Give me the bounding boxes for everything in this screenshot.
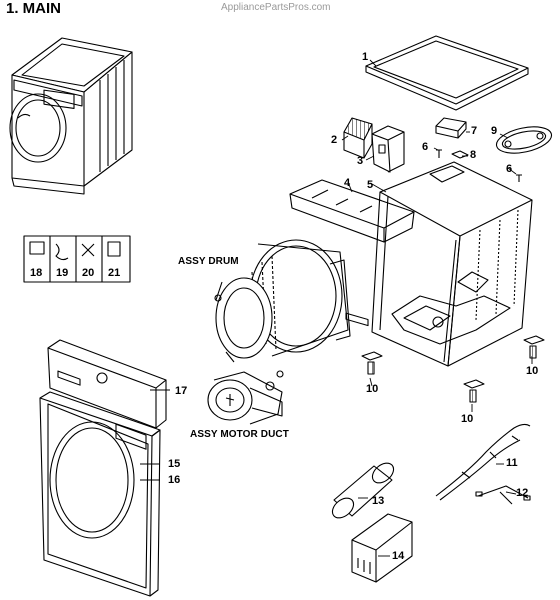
callout-13: 13 xyxy=(372,495,385,507)
callout-2: 2 xyxy=(331,134,338,146)
leader-lines xyxy=(140,59,533,557)
callout-8: 8 xyxy=(470,149,477,161)
callout-16: 16 xyxy=(168,474,181,486)
callout-1: 1 xyxy=(362,51,369,63)
assy-drum-illustration xyxy=(214,239,351,378)
part-cabinet xyxy=(371,161,533,367)
diagram-title: 1. MAIN xyxy=(6,0,62,17)
part-front-door-panel xyxy=(39,391,161,597)
callout-17: 17 xyxy=(175,385,188,397)
label-assy-motor-duct: ASSY MOTOR DUCT xyxy=(190,429,289,440)
callout-12: 12 xyxy=(516,487,529,499)
assy-motor-duct-illustration xyxy=(207,371,283,425)
callout-10c: 10 xyxy=(526,365,539,377)
callout-6b: 6 xyxy=(506,163,513,175)
callout-11: 11 xyxy=(506,457,518,469)
part-top-cover xyxy=(365,35,529,111)
callout-14: 14 xyxy=(392,550,405,562)
part-oval-cover xyxy=(495,126,553,154)
dryer-overview-illustration xyxy=(9,37,133,195)
label-assy-drum: ASSY DRUM xyxy=(178,256,239,267)
part-screws xyxy=(436,149,522,182)
part-filter-housing xyxy=(371,125,405,173)
callout-6a: 6 xyxy=(422,141,429,153)
callout-5: 5 xyxy=(367,179,374,191)
part-leveling-feet xyxy=(361,335,545,403)
part-clip xyxy=(451,150,469,159)
callout-10a: 10 xyxy=(366,383,379,395)
callout-7: 7 xyxy=(471,125,478,137)
part-control-panel-bar xyxy=(289,179,415,327)
callout-15: 15 xyxy=(168,458,181,470)
callout-9: 9 xyxy=(491,125,498,137)
accessory-20: 20 xyxy=(82,267,95,279)
part-heater-housing xyxy=(351,513,413,583)
part-duct-hose xyxy=(331,462,395,519)
callout-4: 4 xyxy=(344,177,351,189)
accessory-18: 18 xyxy=(30,267,43,279)
callout-10b: 10 xyxy=(461,413,474,425)
part-control-board xyxy=(435,117,467,139)
callout-3: 3 xyxy=(357,155,364,167)
part-lint-filter xyxy=(343,117,373,159)
part-wire-harnesses xyxy=(435,423,531,505)
watermark: AppliancePartsPros.com xyxy=(221,2,331,13)
accessory-box-frame xyxy=(23,235,131,283)
accessory-19: 19 xyxy=(56,267,69,279)
accessory-21: 21 xyxy=(108,267,121,279)
part-front-control-panel xyxy=(47,339,167,450)
